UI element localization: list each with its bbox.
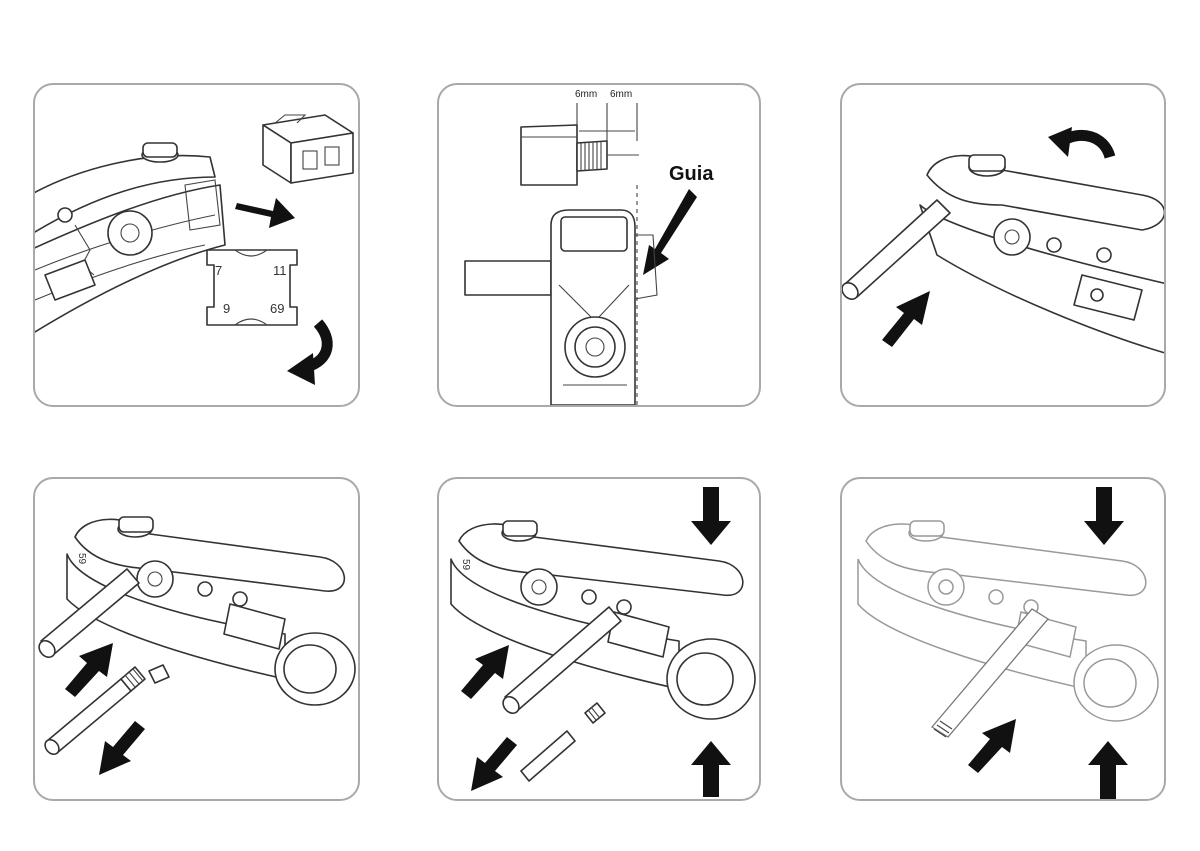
straight-arrow-icon [882, 291, 930, 347]
stripped-cable [44, 664, 170, 756]
stripper-tool-front [464, 209, 658, 405]
dimension-label-right: 6mm [610, 89, 632, 100]
dimension-label-left: 6mm [575, 89, 597, 100]
panel-step-2: 6mm 6mm Guia [437, 83, 761, 407]
panel-step-4: 59 [33, 477, 360, 801]
up-arrow-icon [691, 741, 731, 797]
step-5-illustration: 59 [450, 487, 756, 797]
stripped-pieces [520, 702, 606, 782]
curved-arrow-icon [1048, 127, 1116, 159]
up-arrow-icon [1088, 741, 1128, 799]
cable [842, 199, 951, 300]
stripper-tool-angled [919, 154, 1164, 354]
stripper-tool: 59 [450, 520, 756, 720]
straight-arrow-icon [65, 643, 113, 697]
step-3-illustration [842, 127, 1164, 354]
cassette-label-9: 9 [223, 301, 230, 316]
down-arrow-icon [691, 487, 731, 545]
curved-arrow-icon [287, 319, 333, 385]
down-arrow-icon [1084, 487, 1124, 545]
straight-arrow-icon [471, 737, 517, 791]
panel-step-3 [840, 83, 1166, 407]
cassette-label-69: 69 [270, 301, 284, 316]
blade-cassette [262, 114, 354, 184]
straight-arrow-icon [99, 721, 145, 775]
stripper-tool-closeup [35, 142, 226, 333]
stripper-tool [857, 520, 1159, 722]
flat-cable [931, 608, 1049, 738]
step-6-illustration [857, 487, 1159, 799]
tool-marking: 59 [76, 553, 87, 565]
guide-label: Guia [669, 163, 714, 185]
cable-in [502, 606, 622, 715]
dimension-markers: 6mm 6mm [575, 89, 638, 141]
straight-arrow-icon [235, 198, 295, 228]
panel-step-6 [840, 477, 1166, 801]
tool-marking: 59 [460, 559, 471, 571]
straight-arrow-icon [461, 645, 509, 699]
cable-in [38, 568, 140, 659]
panel-step-1: 7 11 9 69 [33, 83, 360, 407]
cassette-label-11: 11 [273, 263, 287, 278]
coax-cable [520, 124, 639, 405]
step-1-illustration: 7 11 9 69 [35, 114, 354, 385]
straight-arrow-icon [968, 719, 1016, 773]
step-2-illustration: 6mm 6mm Guia [464, 89, 714, 405]
blade-cassette-outline: 7 11 9 69 [206, 249, 298, 326]
stripper-tool: 59 [66, 516, 356, 706]
straight-arrow-icon [643, 189, 697, 275]
cassette-label-7: 7 [215, 263, 222, 278]
panel-step-5: 59 [437, 477, 761, 801]
step-4-illustration: 59 [38, 516, 356, 775]
